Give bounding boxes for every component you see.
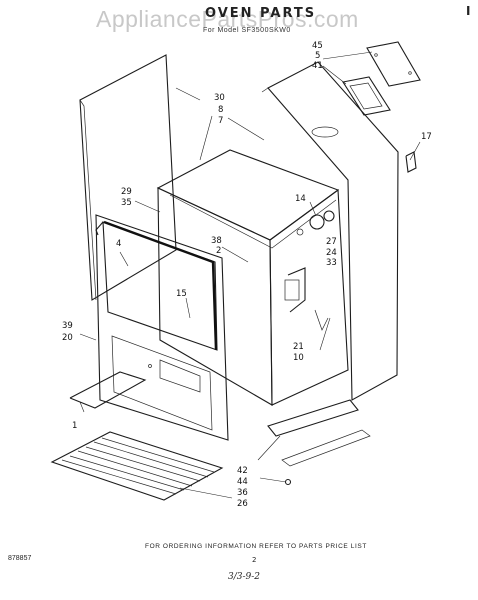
part-label-45: 45 [312, 41, 323, 51]
part-label-36: 36 [237, 488, 248, 498]
oven-front-frame [95, 214, 229, 441]
model-number: For Model SF3500SKW0 [203, 27, 291, 34]
thermostat-parts [296, 210, 335, 236]
bracket-17 [405, 151, 417, 173]
bake-element [69, 371, 147, 409]
part-label-35: 35 [121, 198, 132, 208]
part-label-15: 15 [176, 289, 187, 299]
part-label-33: 33 [326, 258, 337, 268]
part-label-38: 38 [211, 236, 222, 246]
part-label-44: 44 [237, 477, 248, 487]
part-label-21: 21 [293, 342, 304, 352]
part-label-4: 4 [116, 239, 122, 249]
part-label-41: 41 [312, 61, 323, 71]
part-label-20: 20 [62, 333, 73, 343]
part-label-30: 30 [214, 93, 225, 103]
part-label-42: 42 [237, 466, 248, 476]
part-label-1: 1 [72, 421, 78, 431]
part-label-39: 39 [62, 321, 73, 331]
part-label-27: 27 [326, 237, 337, 247]
part-label-8: 8 [218, 105, 224, 115]
part-label-2: 2 [216, 246, 222, 256]
vent-gasket [342, 76, 391, 116]
page-number: 2 [252, 556, 257, 564]
part-label-26: 26 [237, 499, 248, 509]
oven-side-panel [261, 61, 399, 401]
part-label-10: 10 [293, 353, 304, 363]
oven-rack [50, 431, 224, 501]
oven-back-panel [79, 54, 177, 301]
handwritten-note: 3/3-9-2 [228, 572, 261, 582]
part-label-14: 14 [295, 194, 306, 204]
vent-plate [366, 41, 421, 87]
ordering-info-note: FOR ORDERING INFORMATION REFER TO PARTS … [145, 543, 367, 550]
bottom-bracket [267, 399, 371, 467]
diagram-title: OVEN PARTS [205, 6, 317, 21]
part-label-5: 5 [315, 51, 321, 61]
part-label-17: 17 [421, 132, 432, 142]
document-number: 878857 [8, 555, 32, 562]
screw-36 [284, 478, 292, 486]
leader-lines [79, 51, 421, 499]
part-label-7: 7 [218, 116, 224, 126]
part-label-24: 24 [326, 248, 337, 258]
corner-mark: I [466, 4, 471, 18]
oven-liner [156, 149, 349, 406]
part-label-29: 29 [121, 187, 132, 197]
watermark: AppliancePartsPros.com [96, 6, 359, 32]
